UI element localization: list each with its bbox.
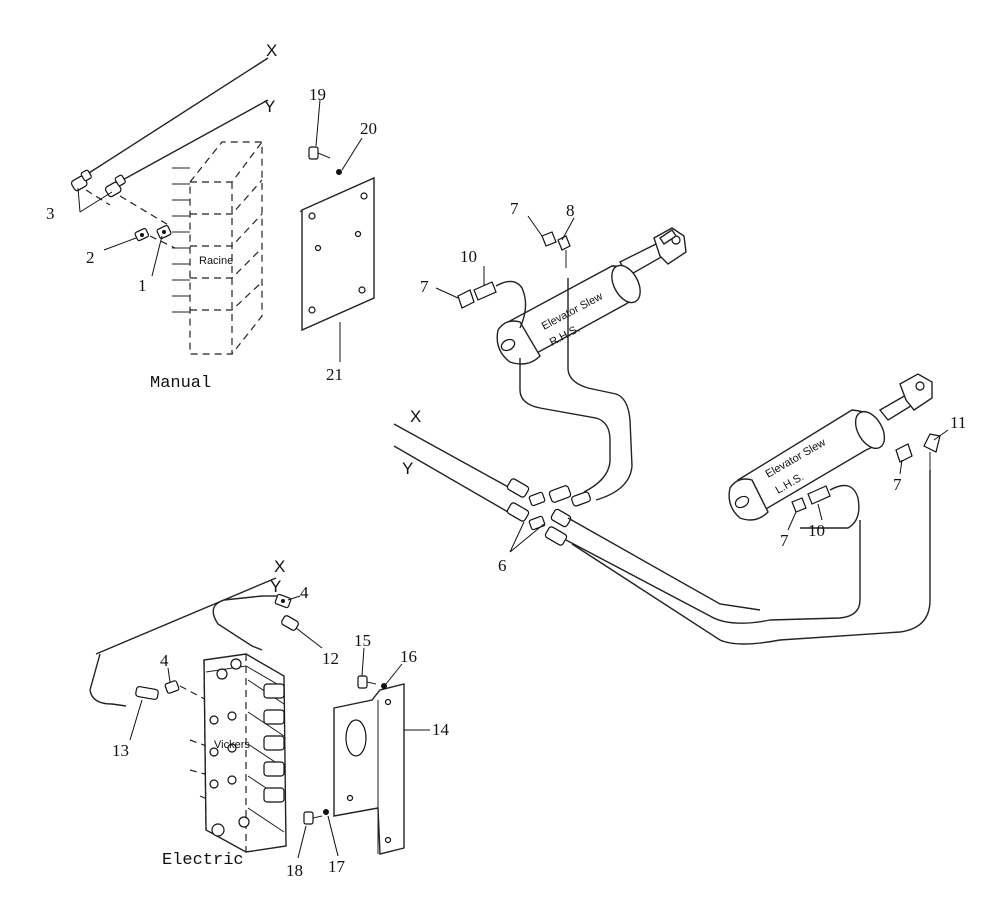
callout-19: 19: [309, 85, 326, 104]
callout-10-lhs: 10: [808, 521, 825, 540]
callout-11: 11: [950, 413, 966, 432]
mid-x-label: X: [410, 407, 421, 426]
fitting-7-rhs-left: [457, 289, 475, 309]
washer-16: [381, 683, 387, 689]
callout-15: 15: [354, 631, 371, 650]
fitting-11: [923, 433, 941, 470]
callout-2: 2: [86, 248, 95, 267]
fitting-12: [281, 615, 299, 631]
callout-7-lhs-right: 7: [893, 475, 902, 494]
manual-x-line: [77, 57, 269, 181]
fitting-8: [557, 235, 571, 268]
mid-pipework: X Y: [393, 278, 931, 645]
manual-y-line: [107, 99, 269, 189]
screw-18: [303, 811, 323, 825]
screw-15: [357, 675, 377, 689]
callout-4-lower: 4: [160, 651, 169, 670]
washer-17: [323, 809, 329, 815]
callout-7-rhs-top: 7: [510, 199, 519, 218]
cylinder-rhs: Elevator Slew R.H.S.: [457, 227, 687, 365]
callout-7-rhs-left: 7: [420, 277, 429, 296]
screw-19: [308, 146, 331, 160]
callout-14: 14: [432, 720, 450, 739]
callout-20: 20: [360, 119, 377, 138]
callout-3: 3: [46, 204, 55, 223]
callout-1: 1: [138, 276, 147, 295]
callout-7-lhs-bottom: 7: [780, 531, 789, 550]
fitting-13: [135, 686, 159, 700]
elec-x-label: X: [274, 557, 285, 576]
callout-10-rhs: 10: [460, 247, 477, 266]
manual-x-label: X: [266, 41, 277, 60]
callout-4-upper: 4: [300, 583, 309, 602]
callout-8: 8: [566, 201, 575, 220]
fitting-4-lower: [164, 680, 180, 694]
callout-17: 17: [328, 857, 346, 876]
callout-16: 16: [400, 647, 417, 666]
manual-y-label: Y: [264, 97, 275, 116]
fitting-7-lhs-bottom: [791, 497, 807, 513]
vickers-label: Vickers: [214, 739, 250, 751]
bracket-14: [333, 683, 405, 855]
racine-label: Racine: [199, 255, 233, 267]
fitting-3a: [70, 169, 92, 192]
washer-20: [336, 169, 342, 175]
vickers-valve: Vickers: [203, 653, 287, 853]
fitting-3b: [104, 174, 126, 198]
tee-block-6: [506, 478, 591, 546]
callout-21: 21: [326, 365, 343, 384]
fitting-7-lhs-right: [895, 443, 913, 463]
electric-group: X Y: [89, 557, 430, 859]
caption-manual: Manual: [150, 374, 211, 393]
callout-6: 6: [498, 556, 507, 575]
fitting-4-upper: [274, 593, 292, 609]
callout-12: 12: [322, 649, 339, 668]
fitting-10-lhs: [807, 485, 831, 505]
elec-y-label: Y: [270, 577, 281, 596]
fitting-1: [156, 224, 172, 240]
fitting-10-rhs: [473, 281, 497, 301]
fitting-7-rhs-top: [541, 231, 557, 247]
mid-y-label: Y: [402, 459, 413, 478]
callout-18: 18: [286, 861, 303, 880]
manual-group: X Y: [70, 41, 375, 362]
caption-electric: Electric: [162, 851, 244, 870]
racine-valve: Racine: [172, 141, 263, 355]
fitting-2: [134, 227, 150, 242]
cylinder-lhs: Elevator Slew L.H.S.: [728, 373, 941, 529]
plate-21: [299, 176, 375, 332]
callout-13: 13: [112, 741, 129, 760]
